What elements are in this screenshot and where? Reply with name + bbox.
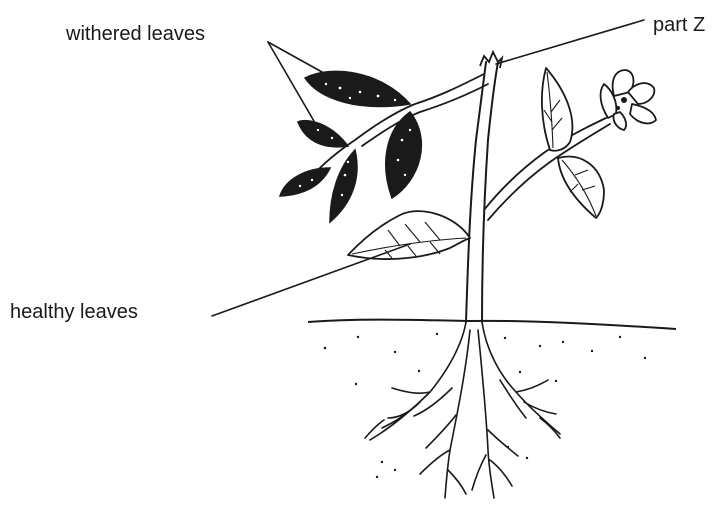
healthy-leaves-label: healthy leaves <box>10 302 138 322</box>
healthy-leaf-left <box>348 211 470 259</box>
part-z-label: part Z <box>653 15 705 35</box>
flower <box>601 70 656 130</box>
healthy-pointer <box>212 244 410 316</box>
flower-center <box>616 97 627 110</box>
part-z-pointer <box>496 20 644 64</box>
cut-stem-tip <box>480 52 502 68</box>
withered-leaves <box>280 71 421 222</box>
withered-leaves-label: withered leaves <box>66 24 205 44</box>
roots <box>365 322 560 498</box>
soil-line <box>308 320 676 329</box>
main-stem <box>466 62 498 322</box>
healthy-leaves-right <box>542 68 604 218</box>
